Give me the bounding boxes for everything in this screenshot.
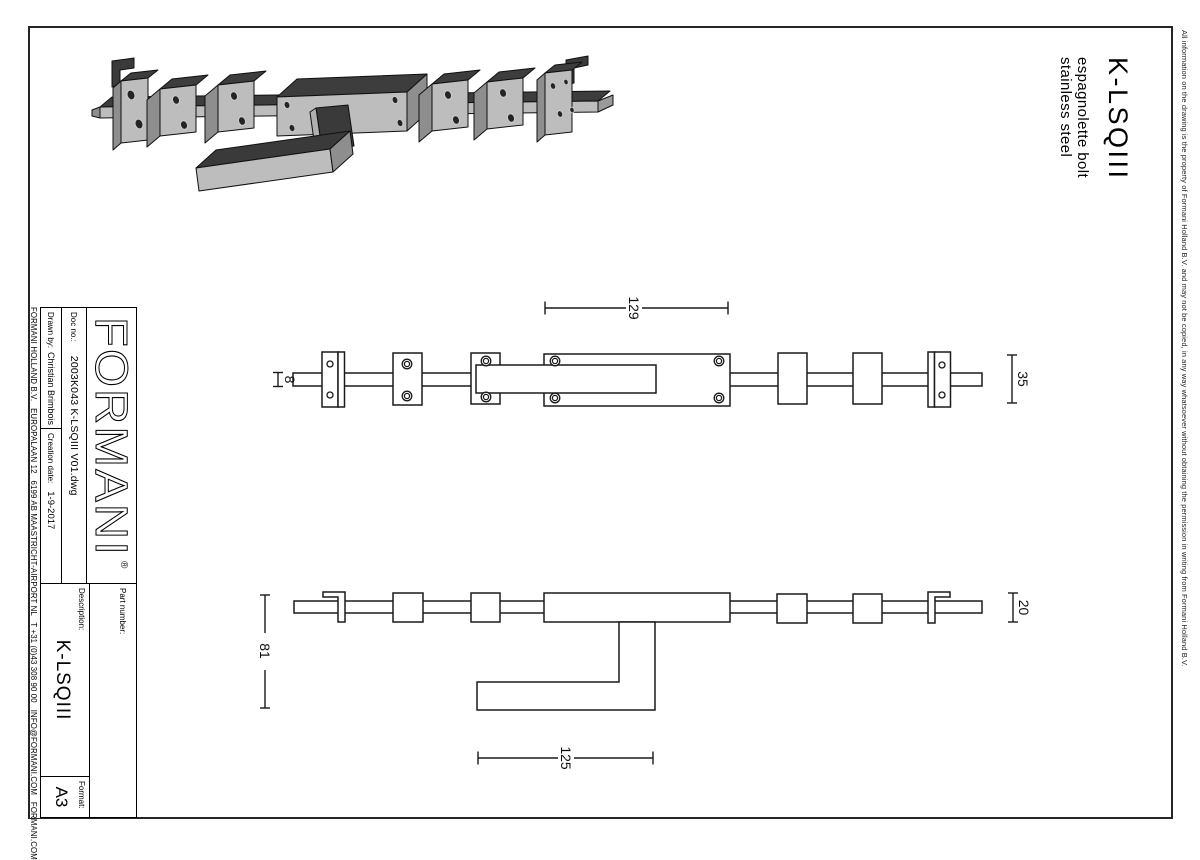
dim-label-handle-length: 125 xyxy=(558,746,574,770)
isometric-view xyxy=(91,55,614,192)
drawn-by-cell: Drawn by: Christian Brimbois xyxy=(41,308,61,429)
front-right-plate xyxy=(933,351,952,408)
product-subtitle: espagnolette bolt stainless steel xyxy=(1057,57,1091,181)
title-block-table: FORMANI ® Doc no.: 2003K043 K-LSQIII V01… xyxy=(40,307,137,818)
product-heading: K-LSQIII espagnolette bolt stainless ste… xyxy=(1057,57,1133,181)
front-bolt-bar xyxy=(475,364,657,394)
side-right-hook xyxy=(927,591,951,624)
side-guide-3 xyxy=(776,593,808,624)
dim-label-plate-height: 35 xyxy=(1015,371,1031,387)
product-title: K-LSQIII xyxy=(1103,57,1133,181)
front-view xyxy=(292,351,983,408)
format-label: Format: xyxy=(77,781,86,809)
dimension-35: 35 xyxy=(1007,354,1031,404)
product-subtitle-line2: stainless steel xyxy=(1057,57,1074,158)
side-handle xyxy=(476,621,656,711)
front-guide-3 xyxy=(777,352,808,405)
side-guide-2 xyxy=(470,592,501,623)
doc-no-cell: Doc no.: 2003K043 K-LSQIII V01.dwg xyxy=(61,308,86,583)
creation-date-label: Creation date: xyxy=(46,433,56,484)
title-block: FORMANI ® Doc no.: 2003K043 K-LSQIII V01… xyxy=(29,307,137,860)
front-right-flange xyxy=(927,351,936,408)
dimensions: 129 8 35 81 20 xyxy=(257,287,1032,780)
dimension-81: 81 xyxy=(257,594,273,709)
sheet-border-frame xyxy=(28,26,1173,819)
side-guide-4 xyxy=(852,593,883,624)
company-address-line: FORMANI HOLLAND B.V. EUROPALAAN 12 6199 … xyxy=(29,307,38,860)
format-value: A3 xyxy=(52,786,71,808)
description-cell: Description: K-LSQIII xyxy=(41,584,89,777)
product-subtitle-line1: espagnolette bolt xyxy=(1074,57,1091,179)
part-number-cell: Part number: xyxy=(89,584,136,817)
part-number-label: Part number: xyxy=(118,588,127,635)
drawn-by-label: Drawn by: xyxy=(46,312,56,349)
side-left-hook xyxy=(322,591,346,623)
copyright-disclaimer: All information on the drawing is the pr… xyxy=(1180,30,1189,667)
formani-logo-text: FORMANI xyxy=(88,317,136,557)
dim-label-side-height: 81 xyxy=(257,643,273,659)
format-cell: Format: A3 xyxy=(41,777,89,817)
formani-logo: FORMANI ® xyxy=(86,308,136,583)
doc-no-value: 2003K043 K-LSQIII V01.dwg xyxy=(68,355,80,496)
side-guide-1 xyxy=(392,592,424,623)
dimension-8: 8 xyxy=(273,371,298,388)
front-guide-4 xyxy=(852,352,883,405)
side-body xyxy=(543,592,731,623)
front-left-flange xyxy=(337,351,346,408)
side-view xyxy=(293,591,983,711)
front-left-plate xyxy=(321,351,339,408)
registered-mark: ® xyxy=(119,561,130,569)
dimension-129: 129 xyxy=(544,287,729,329)
dim-label-front-length: 129 xyxy=(626,296,642,320)
doc-no-label: Doc no.: xyxy=(69,312,79,342)
creation-date-value: 1-9-2017 xyxy=(45,491,57,530)
dimension-20: 20 xyxy=(1008,592,1032,623)
creation-date-cell: Creation date: 1-9-2017 xyxy=(41,429,61,583)
description-label: Description: xyxy=(77,588,86,631)
dimension-125: 125 xyxy=(477,736,654,780)
description-value: K-LSQIII xyxy=(52,639,73,721)
dim-label-block-depth: 20 xyxy=(1016,600,1032,616)
drawn-by-value: Christian Brimbois xyxy=(46,352,56,426)
dim-label-rod-height: 8 xyxy=(282,376,298,384)
